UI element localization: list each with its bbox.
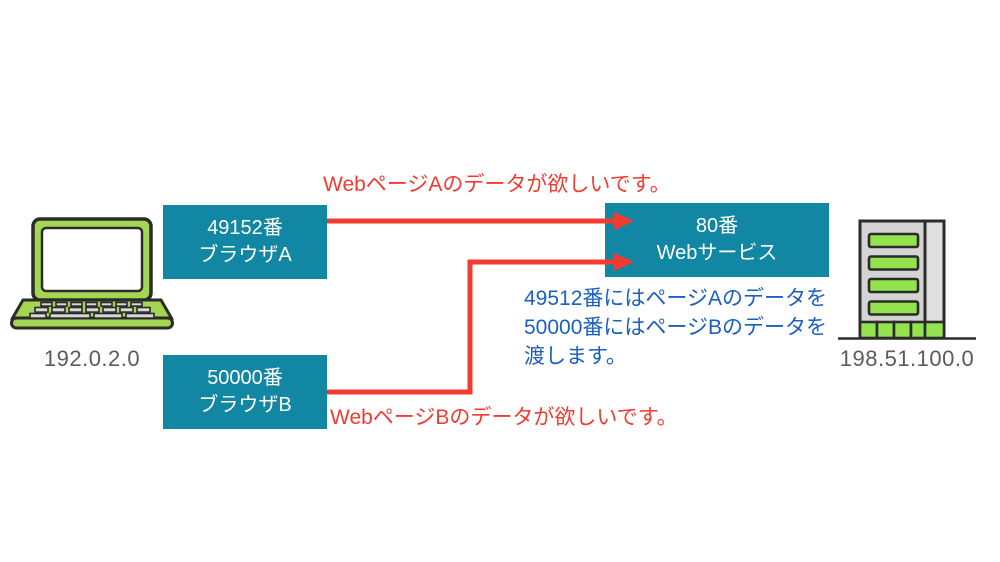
- server-note-line: 渡します。: [524, 345, 627, 368]
- laptop-keyboard: [29, 301, 155, 319]
- laptop-screen: [31, 217, 153, 302]
- port-box-browser-b: 50000番 ブラウザB: [163, 355, 327, 429]
- server-note: 49512番にはページAのデータを 50000番にはページBのデータを 渡します…: [524, 284, 827, 371]
- arrow-request-a: [327, 212, 634, 230]
- request-message-a: WebページAのデータが欲しいです。: [323, 173, 671, 196]
- laptop-icon: [10, 217, 174, 330]
- building-side-column: [923, 219, 946, 340]
- port-number: 49152番: [207, 217, 283, 239]
- port-box-browser-a: 49152番 ブラウザA: [163, 205, 327, 279]
- office-building-icon: [838, 219, 976, 340]
- server-note-line: 49512番にはページAのデータを: [524, 287, 827, 310]
- port-label: Webサービス: [656, 242, 778, 264]
- port-label: ブラウザA: [198, 244, 292, 266]
- server-ip-label: 198.51.100.0: [839, 346, 975, 371]
- server-note-line: 50000番にはページBのデータを: [524, 316, 827, 339]
- client-ip-label: 192.0.2.0: [43, 346, 141, 371]
- request-message-b: WebページBのデータが欲しいです。: [330, 406, 678, 429]
- port-label: ブラウザB: [198, 394, 292, 416]
- port-number: 50000番: [207, 367, 283, 389]
- building-base-cells: [858, 320, 946, 340]
- port-box-web-service: 80番 Webサービス: [605, 203, 829, 277]
- building-windows: [867, 232, 920, 316]
- port-number: 80番: [695, 215, 739, 237]
